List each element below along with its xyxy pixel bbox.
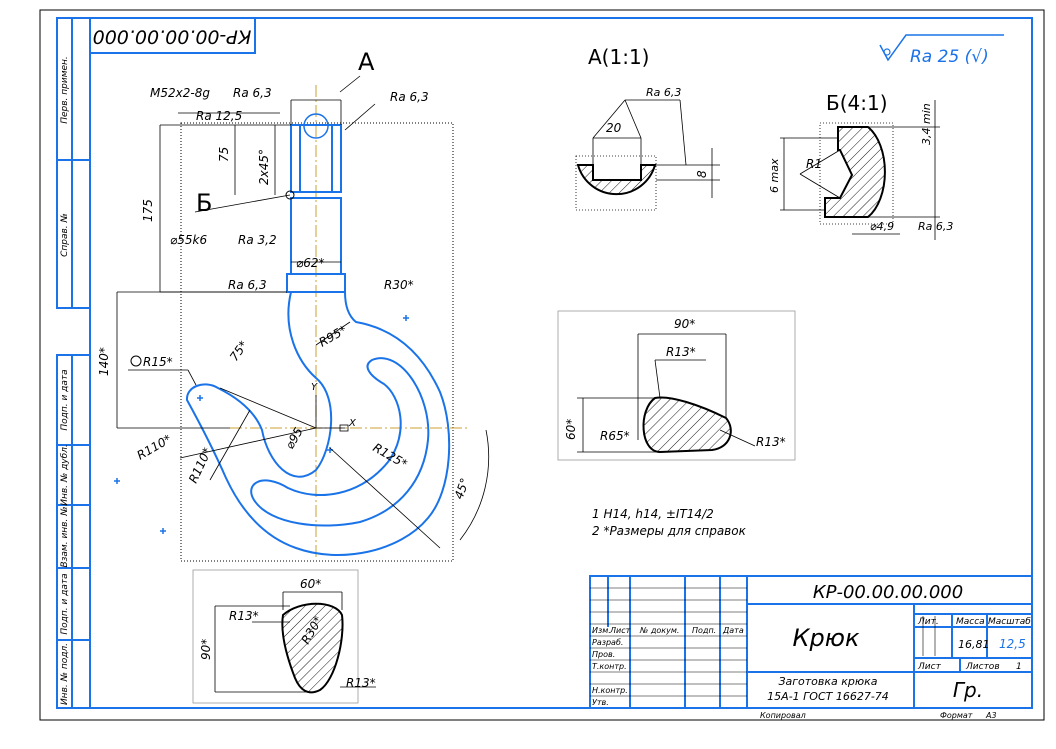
- tb-lit-hdr: Лит.: [917, 617, 939, 627]
- tb-col-list: Лист: [609, 626, 631, 635]
- code-box: [89, 17, 256, 54]
- center-marks: [114, 315, 409, 534]
- ra-thread: Ra 6,3: [233, 86, 272, 100]
- sb-r13b: R13*: [346, 676, 376, 690]
- sm-r65: R65*: [600, 429, 630, 443]
- strip-label-6: Инв. № подл.: [60, 643, 70, 705]
- tb-org: Гр.: [953, 678, 983, 702]
- section-mid: 90* R13* R65* 60* R13*: [557, 310, 796, 461]
- view-a-depth: 8: [695, 170, 709, 178]
- title-block: [589, 575, 1033, 709]
- title-block-rows: [590, 587, 936, 697]
- tb-mass: 16,81: [958, 638, 990, 651]
- tb-sheets-hdr: Листов: [965, 662, 1000, 672]
- dim-175: 175: [141, 199, 155, 222]
- ra-shaft: Ra 3,2: [238, 233, 277, 247]
- axis-y-label: Y: [311, 382, 318, 393]
- ra-top: Ra 6,3: [390, 90, 429, 104]
- tb-col-izm: Изм.: [592, 626, 611, 635]
- shaft-dia: ⌀55k6: [170, 233, 207, 247]
- ra-shoulder: Ra 6,3: [228, 278, 267, 292]
- tb-sheet-hdr: Лист: [917, 662, 942, 672]
- chamfer-label: 2x45°: [257, 149, 271, 185]
- sm-height: 60*: [564, 419, 578, 440]
- tb-name: Крюк: [793, 624, 860, 652]
- hook-groove: [250, 357, 430, 527]
- sb-height: 90*: [199, 639, 213, 660]
- view-a-title: А(1:1): [588, 45, 649, 69]
- main-view: X Y А Б M52x2-8g Ra 6,3 Ra 6,3 Ra 12,5 7…: [97, 48, 490, 562]
- strip-label-0: Перв. примен.: [60, 56, 70, 124]
- view-a: А(1:1) Ra 6,3 20 8: [575, 45, 720, 211]
- tb-row-prov: Пров.: [592, 650, 615, 659]
- tb-copied: Копировал: [760, 711, 806, 720]
- general-roughness: Ra 25 (√): [879, 34, 1004, 67]
- view-a-letter: А: [358, 48, 375, 76]
- tb-col-doc: № докум.: [639, 626, 679, 635]
- dim-140: 140*: [97, 347, 111, 376]
- sb-r13a: R13*: [229, 609, 259, 623]
- hook-outline: [185, 291, 451, 556]
- sm-r13a: R13*: [666, 345, 696, 359]
- tb-format-val: А3: [985, 711, 997, 720]
- tb-sheets: 1: [1016, 662, 1022, 672]
- r95-label: R95*: [317, 323, 350, 350]
- section-bottom: 60* R13* R30* 90* R13*: [192, 569, 376, 704]
- view-b-thirtyfour: 3,4 min: [920, 103, 933, 145]
- shank-outline: [286, 124, 346, 293]
- view-b-title: Б(4:1): [826, 91, 888, 115]
- r110a-label: R110*: [135, 432, 174, 463]
- r15-label: R15*: [143, 355, 173, 369]
- left-strip: [56, 17, 91, 709]
- r125-label: R125*: [371, 440, 410, 471]
- dimension-lines: [116, 75, 490, 549]
- tb-row-tkontr: Т.контр.: [592, 662, 627, 671]
- dia95-label: ⌀95: [282, 425, 305, 451]
- sm-r13b: R13*: [756, 435, 786, 449]
- strip-label-1: Справ. №: [60, 213, 70, 257]
- note-2: 2 *Размеры для справок: [592, 524, 747, 538]
- d75-label: 75*: [227, 338, 251, 363]
- axis-x-label: X: [348, 418, 357, 429]
- tb-col-sign: Подп.: [692, 626, 716, 635]
- code-rotated: КР-00.00.00.000: [93, 26, 252, 48]
- tb-row-nkontr: Н.контр.: [592, 686, 628, 695]
- angle-label: 45°: [452, 476, 472, 501]
- sm-width: 90*: [674, 317, 695, 331]
- tb-scale-hdr: Масштаб: [988, 617, 1031, 627]
- outer-border: [39, 9, 1045, 721]
- tb-material-2: 15А-1 ГОСТ 16627-74: [767, 690, 889, 703]
- dia-62: ⌀62*: [296, 256, 325, 270]
- tb-mass-hdr: Масса: [956, 617, 985, 627]
- tb-code: КР-00.00.00.000: [813, 582, 963, 603]
- roughness-general: Ra 25 (√): [910, 47, 989, 67]
- strip-label-4: Взам. инв. №: [60, 506, 70, 567]
- tb-format-lbl: Формат: [940, 711, 973, 720]
- view-b-r1: R1: [806, 157, 822, 171]
- view-a-width: 20: [606, 121, 622, 135]
- strip-label-5: Подп. и дата: [60, 573, 70, 634]
- note-1: 1 H14, h14, ±IT14/2: [592, 507, 714, 521]
- view-b-six: 6 max: [768, 158, 781, 193]
- view-b-letter: Б: [196, 189, 212, 217]
- tb-col-date: Дата: [722, 626, 744, 635]
- tb-row-utv: Утв.: [592, 698, 609, 707]
- view-b: Б(4:1) R1 6 max 3,4 min ⌀4,9 Ra 6,3: [768, 91, 953, 240]
- view-b-ra: Ra 6,3: [918, 220, 953, 233]
- strip-label-3: Инв. № дубл.: [60, 444, 70, 506]
- view-a-ra: Ra 6,3: [646, 86, 681, 99]
- view-b-dia: ⌀4,9: [870, 220, 894, 233]
- r30-label: R30*: [384, 278, 414, 292]
- strip-label-2: Подп. и дата: [60, 369, 70, 430]
- thread-label: M52x2-8g: [150, 86, 210, 100]
- tb-scale: 12,5: [999, 637, 1026, 651]
- tb-material-1: Заготовка крюка: [778, 675, 877, 688]
- tb-row-razrab: Разраб.: [592, 638, 623, 647]
- ra-chamfer: Ra 12,5: [196, 109, 242, 123]
- dim-75: 75: [217, 147, 231, 162]
- sb-width: 60*: [300, 577, 321, 591]
